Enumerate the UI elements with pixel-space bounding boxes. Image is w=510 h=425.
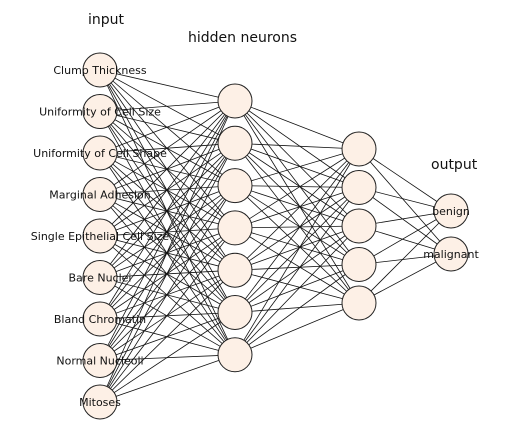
hidden1-hidden2-edge-2-4 — [234, 185, 360, 304]
input-hidden1-edge-1-0 — [99, 100, 236, 112]
hidden1-hidden2-edge-5-2 — [234, 225, 360, 313]
hidden1-hidden2-edge-0-0 — [234, 100, 360, 150]
hidden1-hidden2-edge-3-0 — [234, 148, 360, 229]
input-hidden1-edge-3-0 — [99, 100, 236, 195]
hidden-neuron-layer1-7 — [217, 337, 253, 373]
hidden1-hidden2-edge-5-4 — [234, 302, 360, 313]
hidden2-output-edge-1-1 — [358, 187, 452, 255]
output-neuron-2 — [433, 236, 469, 272]
input-hidden1-edge-5-0 — [99, 100, 236, 278]
input-neuron-7 — [82, 301, 118, 337]
hidden-neuron-layer1-1 — [217, 83, 253, 119]
hidden1-hidden2-edge-2-1 — [234, 185, 360, 188]
hidden1-hidden2-edge-5-0 — [234, 148, 360, 313]
output-layer-title: output — [431, 157, 478, 173]
hidden-neuron-layer2-4 — [341, 247, 377, 282]
input-neuron-6 — [82, 260, 118, 295]
input-hidden1-edge-0-0 — [99, 69, 236, 102]
input-neuron-8 — [82, 343, 118, 378]
hidden1-hidden2-edge-1-1 — [234, 142, 360, 188]
input-neuron-label-3: Uniformity of Cell Shape — [33, 147, 167, 160]
input-hidden1-edge-8-5 — [99, 312, 236, 403]
output-neuron-label-2: malignant — [423, 248, 479, 261]
input-hidden1-edge-8-2 — [99, 185, 236, 403]
hidden1-hidden2-edge-1-0 — [234, 142, 360, 150]
hidden1-hidden2-edge-6-3 — [234, 264, 360, 356]
hidden1-hidden2-edge-1-3 — [234, 143, 360, 265]
input-hidden1-edge-4-0 — [99, 100, 236, 237]
input-hidden1-edge-6-0 — [99, 100, 236, 320]
hidden1-hidden2-edge-6-0 — [234, 148, 360, 356]
hidden1-hidden2-edge-4-3 — [234, 264, 360, 271]
input-neuron-label-2: Uniformity of Cell Size — [39, 106, 161, 119]
hidden-neuron-layer2-1 — [341, 131, 377, 167]
input-neuron-label-8: Normal Nucleoli — [56, 355, 143, 368]
hidden-neuron-layer1-4 — [217, 210, 253, 246]
hidden1-hidden2-edge-6-2 — [234, 225, 360, 356]
hidden1-hidden2-edge-4-1 — [234, 187, 360, 271]
hidden1-hidden2-edge-4-4 — [234, 269, 360, 304]
hidden1-hidden2-edge-5-1 — [234, 187, 360, 313]
hidden-neuron-layer1-3 — [217, 168, 253, 204]
hidden1-hidden2-edge-0-4 — [234, 100, 360, 304]
hidden1-hidden2-edge-2-0 — [234, 148, 360, 186]
input-neuron-label-9: Mitoses — [79, 396, 121, 409]
hidden-neuron-layer2-3 — [341, 208, 377, 244]
input-neuron-label-4: Marginal Adhesion — [49, 189, 150, 202]
hidden1-hidden2-edge-0-3 — [234, 100, 360, 265]
input-neuron-3 — [82, 135, 118, 171]
hidden1-hidden2-edge-3-2 — [234, 225, 360, 229]
connections — [99, 69, 452, 403]
input-neuron-label-7: Bland Chromatin — [54, 313, 146, 326]
hidden1-hidden2-edge-3-3 — [234, 227, 360, 265]
hidden1-hidden2-edge-4-0 — [234, 148, 360, 271]
hidden1-hidden2-edge-3-1 — [234, 187, 360, 229]
hidden-neuron-layer2-2 — [341, 170, 377, 205]
hidden-neuron-layer2-5 — [341, 285, 377, 321]
input-neuron-label-5: Single Epithelial Cell Size — [31, 230, 170, 243]
hidden2-output-edge-0-1 — [358, 148, 452, 255]
hidden-neuron-layer1-6 — [217, 295, 253, 330]
hidden1-hidden2-edge-4-2 — [234, 225, 360, 271]
output-neuron-1 — [433, 193, 469, 229]
input-hidden1-edge-8-6 — [99, 354, 236, 403]
hidden-neuron-layer1-2 — [217, 125, 253, 161]
neurons — [82, 52, 469, 420]
hidden1-hidden2-edge-2-2 — [234, 185, 360, 227]
hidden2-output-edge-3-0 — [358, 210, 452, 265]
output-neuron-label-1: benign — [432, 205, 470, 218]
input-neuron-9 — [82, 384, 118, 420]
hidden1-hidden2-edge-3-4 — [234, 227, 360, 304]
hidden1-hidden2-edge-5-3 — [234, 264, 360, 313]
hidden2-output-edge-4-0 — [358, 210, 452, 304]
input-neuron-5 — [82, 218, 118, 254]
input-hidden1-edge-8-1 — [99, 143, 236, 403]
input-hidden1-edge-8-3 — [99, 227, 236, 403]
input-hidden1-edge-8-0 — [99, 100, 236, 403]
hidden1-hidden2-edge-0-2 — [234, 100, 360, 227]
input-neuron-2 — [82, 94, 118, 129]
input-neuron-1 — [82, 52, 118, 88]
hidden-layer-title: hidden neurons — [188, 30, 298, 46]
hidden1-hidden2-edge-6-1 — [234, 187, 360, 356]
hidden2-output-edge-0-0 — [358, 148, 452, 212]
input-hidden1-edge-2-0 — [99, 100, 236, 154]
input-neuron-label-1: Clump Thickness — [53, 64, 147, 77]
hidden1-hidden2-edge-1-4 — [234, 143, 360, 304]
input-hidden1-edge-8-4 — [99, 269, 236, 403]
hidden1-hidden2-edge-6-4 — [234, 302, 360, 356]
hidden1-hidden2-edge-2-3 — [234, 185, 360, 265]
input-neuron-4 — [82, 177, 118, 212]
hidden1-hidden2-edge-1-2 — [234, 142, 360, 227]
input-neuron-label-6: Bare Nuclei — [69, 272, 132, 285]
hidden-neuron-layer1-5 — [217, 252, 253, 288]
hidden1-hidden2-edge-0-1 — [234, 100, 360, 188]
input-layer-title: input — [88, 12, 125, 28]
input-hidden1-edge-7-0 — [99, 100, 236, 361]
